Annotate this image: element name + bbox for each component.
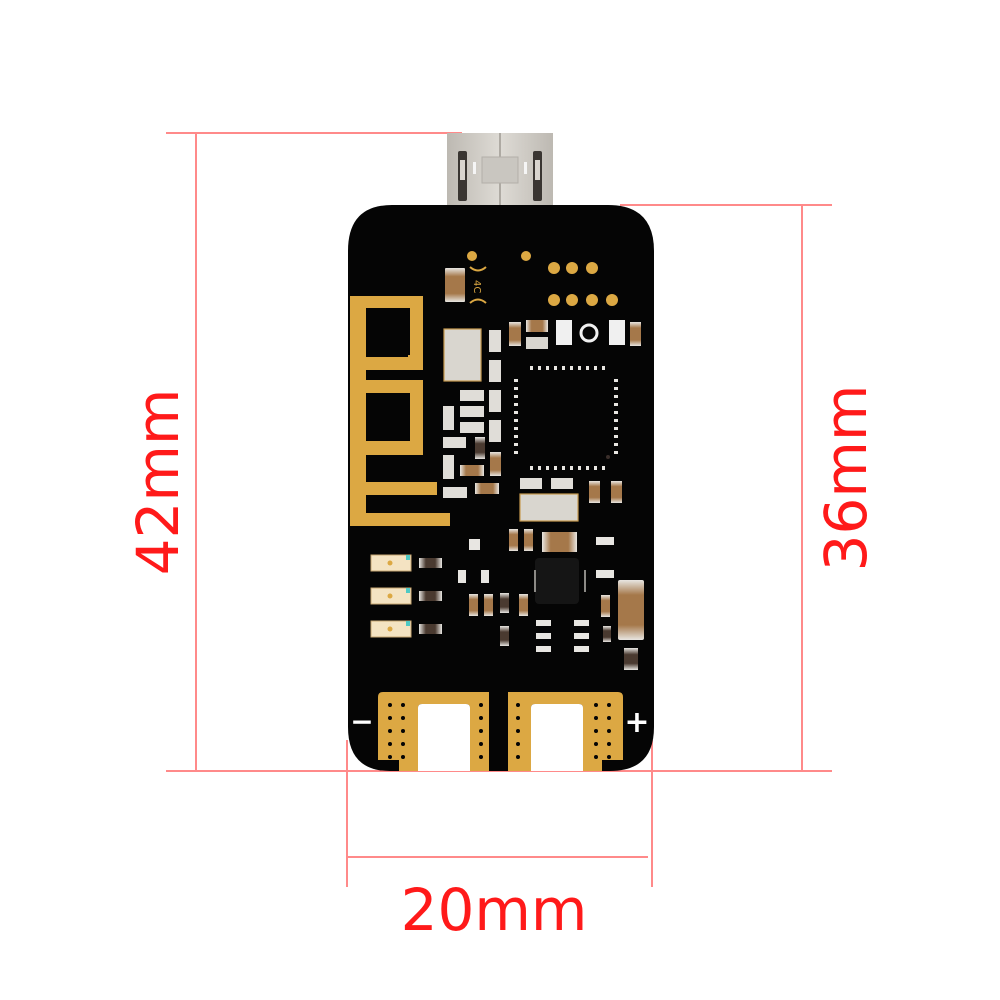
positive-terminal-label: + — [624, 705, 649, 740]
status-leds — [370, 554, 442, 638]
dim-label-36mm: 36mm — [812, 385, 880, 572]
dim-label-42mm: 42mm — [124, 389, 192, 576]
power-pad-positive — [508, 692, 623, 771]
micro-usb-connector — [447, 133, 553, 208]
chip-marking: 4C — [471, 280, 482, 293]
header-pads — [548, 262, 618, 306]
power-pad-negative — [378, 692, 489, 771]
pcb-board: 4C — [348, 205, 654, 771]
dimension-lines — [166, 132, 832, 887]
antenna-trace — [350, 296, 450, 526]
negative-terminal-label: − — [350, 705, 373, 738]
mcu-chip — [514, 366, 618, 470]
dim-label-20mm: 20mm — [401, 876, 588, 944]
